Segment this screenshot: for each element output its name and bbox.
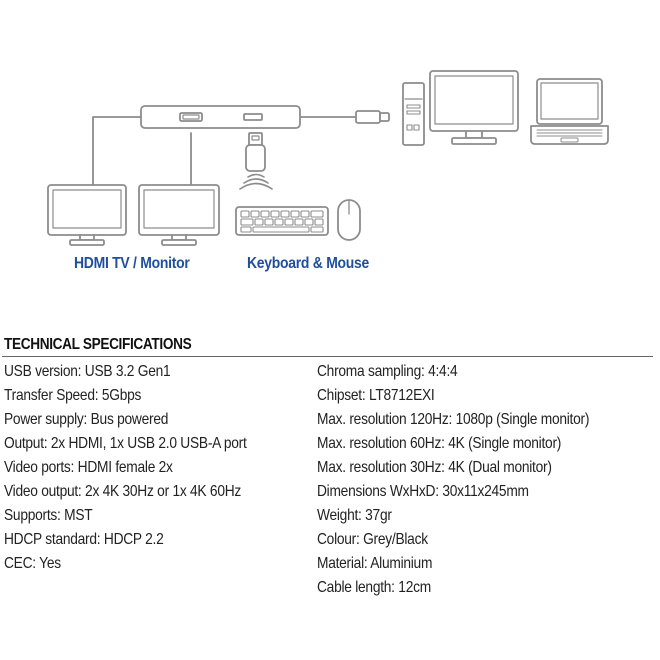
usb-a-dongle-icon <box>245 132 266 172</box>
keyboard-icon <box>235 206 329 236</box>
wireless-signal-icon <box>239 173 273 190</box>
laptop-icon <box>530 78 609 145</box>
usb-c-hub-icon <box>140 105 301 129</box>
usb-c-plug-icon <box>355 110 390 124</box>
spec-item: Weight: 37gr <box>317 507 392 524</box>
spec-item: Colour: Grey/Black <box>317 531 428 548</box>
spec-item: Max. resolution 60Hz: 4K (Single monitor… <box>317 435 562 452</box>
spec-item: Material: Aluminium <box>317 555 433 572</box>
mouse-icon <box>337 199 361 241</box>
desktop-tower-icon <box>402 82 425 146</box>
monitor-icon <box>47 184 127 246</box>
spec-item: Chipset: LT8712EXI <box>317 387 435 404</box>
spec-item: Output: 2x HDMI, 1x USB 2.0 USB-A port <box>4 435 247 452</box>
spec-item: USB version: USB 3.2 Gen1 <box>4 363 171 380</box>
spec-heading: TECHNICAL SPECIFICATIONS <box>4 336 192 353</box>
connection-lines <box>92 116 357 186</box>
spec-column-right: Chroma sampling: 4:4:4 Chipset: LT8712EX… <box>317 360 633 600</box>
spec-item: Max. resolution 120Hz: 1080p (Single mon… <box>317 411 590 428</box>
spec-item: HDCP standard: HDCP 2.2 <box>4 531 164 548</box>
keyboard-mouse-caption: Keyboard & Mouse <box>247 255 370 272</box>
spec-item: Video output: 2x 4K 30Hz or 1x 4K 60Hz <box>4 483 242 500</box>
spec-item: Transfer Speed: 5Gbps <box>4 387 142 404</box>
spec-item: Cable length: 12cm <box>317 579 431 596</box>
spec-item: Supports: MST <box>4 507 93 524</box>
spec-item: CEC: Yes <box>4 555 61 572</box>
spec-divider <box>2 356 653 357</box>
spec-column-left: USB version: USB 3.2 Gen1 Transfer Speed… <box>4 360 286 576</box>
spec-item: Max. resolution 30Hz: 4K (Dual monitor) <box>317 459 552 476</box>
spec-item: Dimensions WxHxD: 30x11x245mm <box>317 483 529 500</box>
connection-diagram <box>47 70 609 246</box>
spec-item: Power supply: Bus powered <box>4 411 169 428</box>
monitor-icon <box>429 70 519 145</box>
monitor-icon <box>138 184 220 246</box>
hdmi-caption: HDMI TV / Monitor <box>74 255 190 272</box>
spec-item: Chroma sampling: 4:4:4 <box>317 363 458 380</box>
spec-item: Video ports: HDMI female 2x <box>4 459 173 476</box>
